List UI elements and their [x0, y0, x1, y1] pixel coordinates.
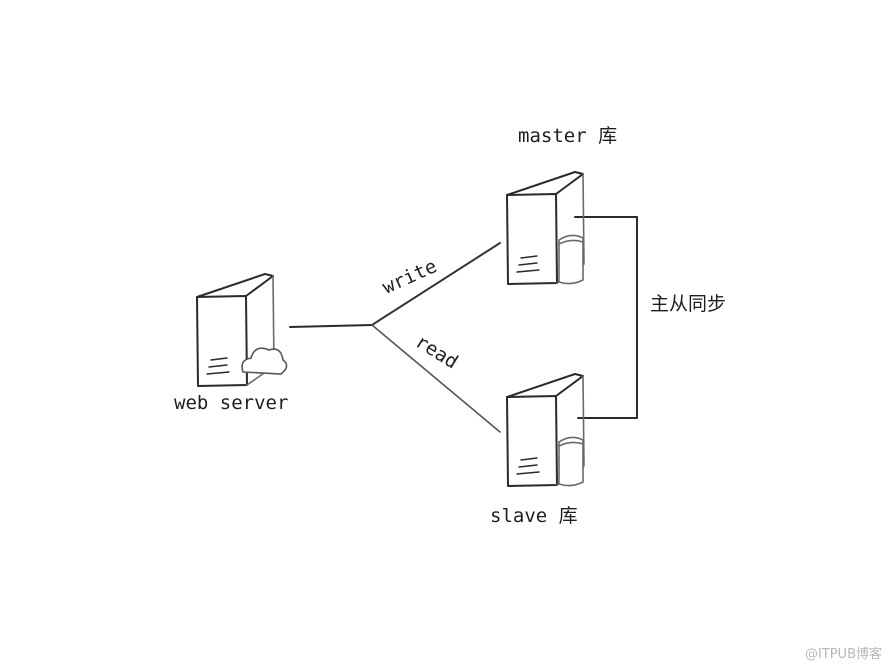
sync-label: 主从同步: [650, 293, 726, 315]
slave-node: [506, 373, 585, 487]
cloud-icon: [241, 347, 288, 375]
watermark: @ITPUB博客: [804, 647, 882, 662]
read-link: [371, 324, 501, 433]
master-node: [506, 171, 585, 285]
webserver-link: [289, 324, 373, 328]
database-icon: [558, 436, 584, 487]
master-label: master 库: [518, 125, 617, 147]
write-link: [371, 242, 501, 326]
write-label: write: [379, 255, 440, 298]
database-icon: [558, 234, 584, 285]
sync-link: [574, 216, 638, 419]
web-server-label: web server: [174, 392, 288, 414]
slave-label: slave 库: [490, 505, 578, 527]
web-server-node: [196, 273, 288, 387]
read-label: read: [411, 331, 461, 374]
